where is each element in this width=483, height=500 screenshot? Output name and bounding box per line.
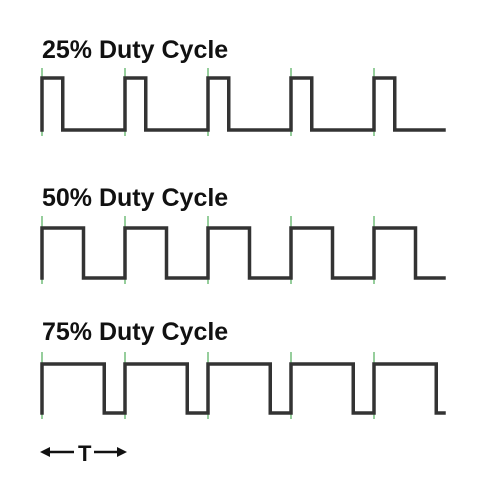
- waveform-title-75: 75% Duty Cycle: [42, 318, 228, 346]
- waveform-panel-50: 50% Duty Cycle: [40, 184, 446, 284]
- waveform-panel-25: 25% Duty Cycle: [40, 36, 446, 136]
- waveform-title-50: 50% Duty Cycle: [42, 184, 228, 212]
- period-arrow-right-head: [117, 447, 127, 457]
- square-wave-25: [40, 76, 446, 132]
- waveform-panel-75: 75% Duty Cycle: [40, 318, 446, 419]
- period-arrow-left-head: [40, 447, 50, 457]
- square-wave-50: [40, 226, 446, 280]
- square-wave-75: [40, 362, 446, 415]
- period-label: T: [78, 441, 92, 466]
- waveform-title-25: 25% Duty Cycle: [42, 36, 228, 64]
- period-indicator: T: [40, 441, 127, 466]
